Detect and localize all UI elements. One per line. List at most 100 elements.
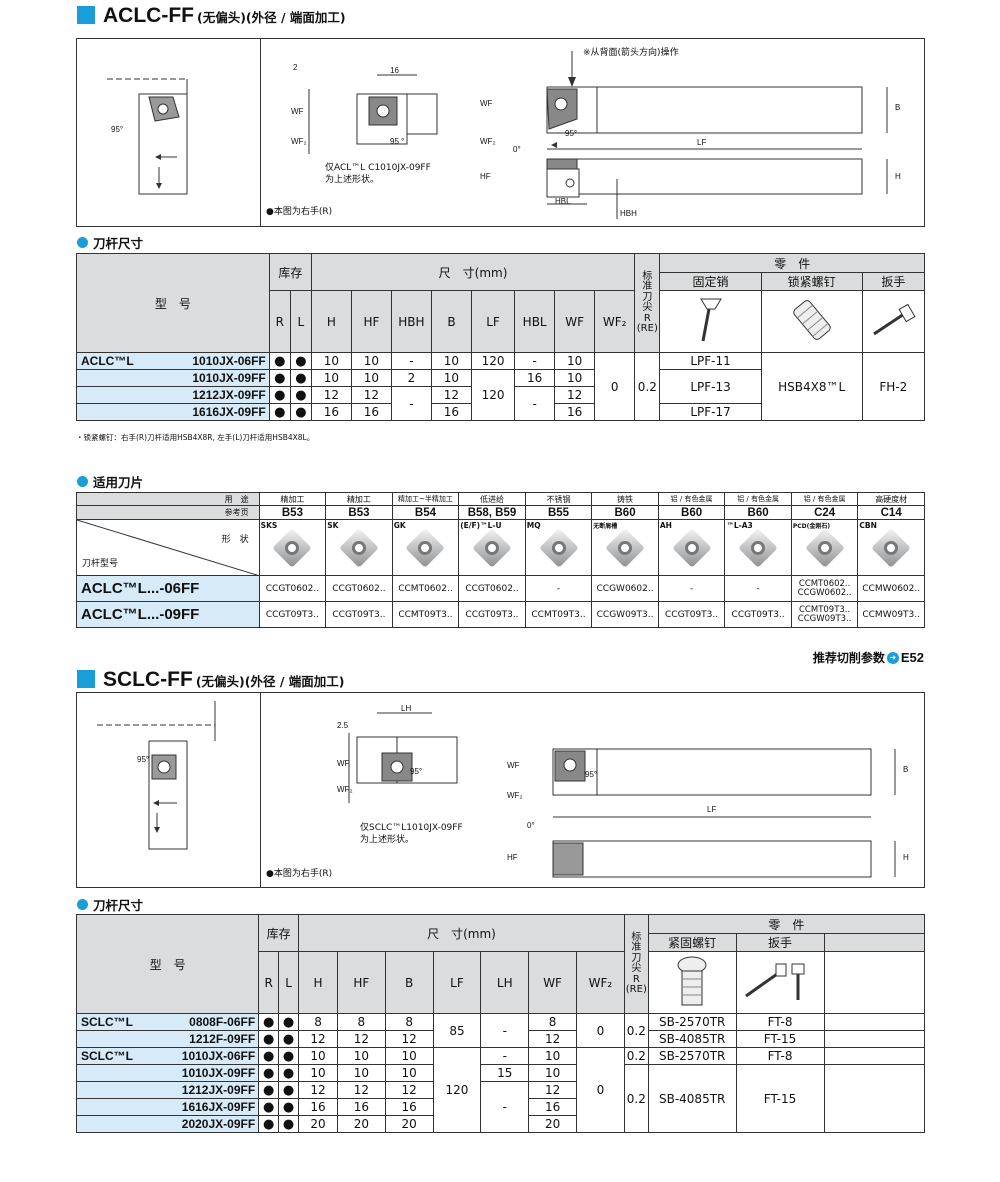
insert-code: CCMT09T3..	[524, 601, 593, 628]
empty-cell	[823, 1013, 926, 1031]
diagram1: 95° 95 ° 95° 0° 16 2 WF WF₂ WF WF₂ HF LF…	[76, 38, 925, 227]
col-header: WF	[554, 290, 596, 353]
cell: FT-8	[735, 1047, 825, 1065]
dim-label: HBH	[620, 209, 637, 218]
model-code: 1616JX-09FF	[75, 1098, 260, 1116]
insert-code: CCMT0602..	[391, 575, 460, 602]
dim-label: WF	[507, 761, 520, 770]
cell: 10	[528, 1047, 577, 1065]
model-code: 1010JX-06FF	[192, 354, 266, 368]
ref-page: B53	[325, 505, 393, 520]
wrench-icon	[861, 290, 926, 353]
model-code: 2020JX-09FF	[75, 1115, 260, 1133]
insert-code: -	[724, 575, 792, 602]
insert-icon	[871, 527, 911, 568]
stock-mark: ●	[278, 1047, 300, 1065]
insert-shape: SKS	[258, 519, 327, 576]
use-cell: 精加工~半精加工	[391, 492, 460, 506]
recommend-link[interactable]: 推荐切削参数 ➜ E52	[813, 649, 924, 666]
insert-icon	[671, 527, 712, 568]
cell: 10	[310, 352, 352, 370]
angle-label: 95 °	[390, 137, 405, 146]
cell: 10	[384, 1047, 434, 1065]
model-code: 1010JX-06FF	[181, 1049, 256, 1063]
title-square-icon	[77, 6, 95, 24]
cell: 2	[390, 369, 432, 387]
cell: 12	[384, 1030, 434, 1048]
cell: LPF-13	[659, 369, 762, 404]
col-header: LF	[432, 951, 482, 1014]
cell: 12	[298, 1081, 338, 1099]
cell: 10	[430, 369, 472, 387]
stock-mark: ●	[289, 386, 312, 404]
holder-label: ACLC™L...-06FF	[76, 575, 260, 602]
shank2-title: 刀杆尺寸	[93, 898, 144, 913]
angle-label: 95°	[111, 125, 124, 134]
use-cell: 铸铁	[591, 492, 659, 506]
model-code: 1010JX-09FF	[75, 1064, 260, 1082]
dim-label: WF₂	[507, 791, 523, 800]
cell: SB-2570TR	[647, 1013, 737, 1031]
ref-page: B60	[591, 505, 659, 520]
screw-header: 紧固螺钉	[647, 933, 737, 952]
model-prefix: SCLC™L	[81, 1015, 133, 1029]
ref-page: B58, B59	[458, 505, 526, 520]
ref-page: B55	[524, 505, 593, 520]
cell: -	[480, 1081, 530, 1133]
insert-code: CCGT0602..	[258, 575, 327, 602]
empty-cell	[823, 1064, 926, 1133]
model-code: 1212F-09FF	[75, 1030, 260, 1048]
shank1-title: 刀杆尺寸	[93, 236, 144, 251]
bullet-icon	[77, 476, 88, 487]
bullet-icon	[77, 237, 88, 248]
model-code: 1212JX-09FF	[75, 1081, 260, 1099]
use-cell: 铝 / 有色金属	[657, 492, 726, 506]
stock-mark: ●	[268, 386, 291, 404]
dim-label: HBL	[555, 197, 571, 206]
dim-label: HF	[480, 172, 491, 181]
table-row: ACLC™L 1010JX-06FF	[76, 352, 270, 370]
use-cell: 铝 / 有色金属	[724, 492, 792, 506]
stock-mark: ●	[258, 1098, 280, 1116]
ref-label: 参考页	[76, 505, 260, 520]
insert-code: CCGW0602..	[591, 575, 659, 602]
insert-shape: CBN	[857, 519, 925, 576]
cell: 10	[384, 1064, 434, 1082]
stock-mark: ●	[289, 369, 312, 387]
cell: -	[514, 386, 556, 421]
stock-mark: ●	[278, 1030, 300, 1048]
cell: 85	[432, 1013, 482, 1048]
stock-mark: ●	[258, 1081, 280, 1099]
cell: 16	[514, 369, 556, 387]
cell: 16	[310, 403, 352, 421]
pin-icon	[659, 290, 762, 353]
empty-cell	[823, 951, 926, 1014]
cell: SB-2570TR	[647, 1047, 737, 1065]
ref-page: B54	[391, 505, 460, 520]
ref-page: B60	[724, 505, 792, 520]
col-header: R	[268, 290, 291, 353]
dim-label: LF	[697, 138, 707, 147]
insert-shape: 无断屑槽	[591, 519, 659, 576]
dim-label: WF₂	[480, 137, 496, 146]
insert-shape: ™L-A3	[724, 519, 792, 576]
cell: 10	[554, 352, 596, 370]
angle-label: 95°	[585, 770, 598, 779]
ref-page: C14	[857, 505, 925, 520]
model-code: 1616JX-09FF	[76, 403, 270, 421]
cell: SB-4085TR	[647, 1030, 737, 1048]
stock-mark: ●	[268, 403, 291, 421]
stock-mark: ●	[258, 1013, 280, 1031]
insert-shape: MQ	[524, 519, 593, 576]
cell: 8	[528, 1013, 577, 1031]
col-header: HF	[336, 951, 386, 1014]
diagram1-drawing	[107, 51, 888, 219]
insert-icon	[339, 527, 379, 568]
stock-mark: ●	[268, 369, 291, 387]
col-header: B	[384, 951, 434, 1014]
parts-header: 零 件	[647, 914, 926, 934]
note-back: ※从背面(箭头方向)操作	[583, 48, 679, 58]
cell: LPF-17	[659, 403, 762, 421]
